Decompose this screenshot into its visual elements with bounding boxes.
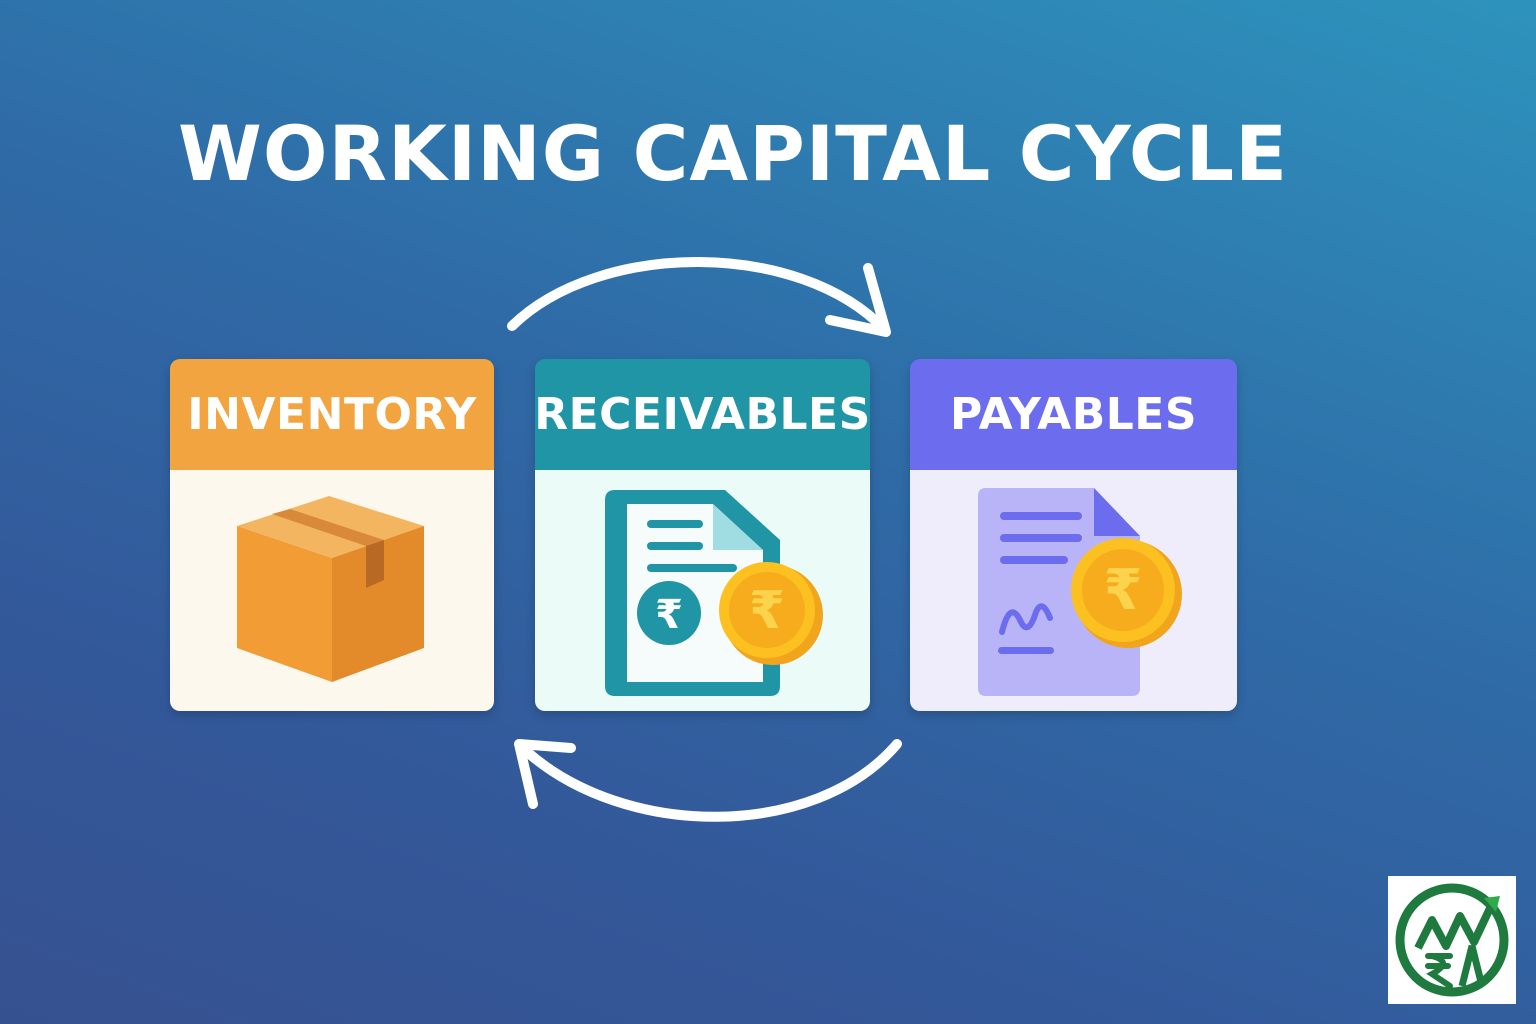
payables-card: PAYABLES ₹ xyxy=(910,359,1237,711)
receivables-card-label: RECEIVABLES xyxy=(535,359,870,470)
rupee-coin-symbol-payables: ₹ xyxy=(1104,558,1143,623)
cycle-arrow-bottom xyxy=(514,739,902,822)
rupee-symbol-small: ₹ xyxy=(655,592,683,638)
rupee-growth-logo-icon xyxy=(1388,876,1516,1004)
bill-rupee-coin-icon: ₹ xyxy=(978,488,1182,696)
box-icon xyxy=(237,496,424,682)
page-title: WORKING CAPITAL CYCLE xyxy=(178,109,1289,198)
invoice-rupee-coin-icon: ₹ ₹ xyxy=(605,490,823,696)
inventory-card-label: INVENTORY xyxy=(170,359,494,470)
cycle-arrow-top xyxy=(507,257,891,337)
rupee-coin-symbol: ₹ xyxy=(749,581,785,641)
inventory-card: INVENTORY xyxy=(170,359,494,711)
payables-card-label: PAYABLES xyxy=(910,359,1237,470)
receivables-card: RECEIVABLES ₹ ₹ xyxy=(535,359,870,711)
